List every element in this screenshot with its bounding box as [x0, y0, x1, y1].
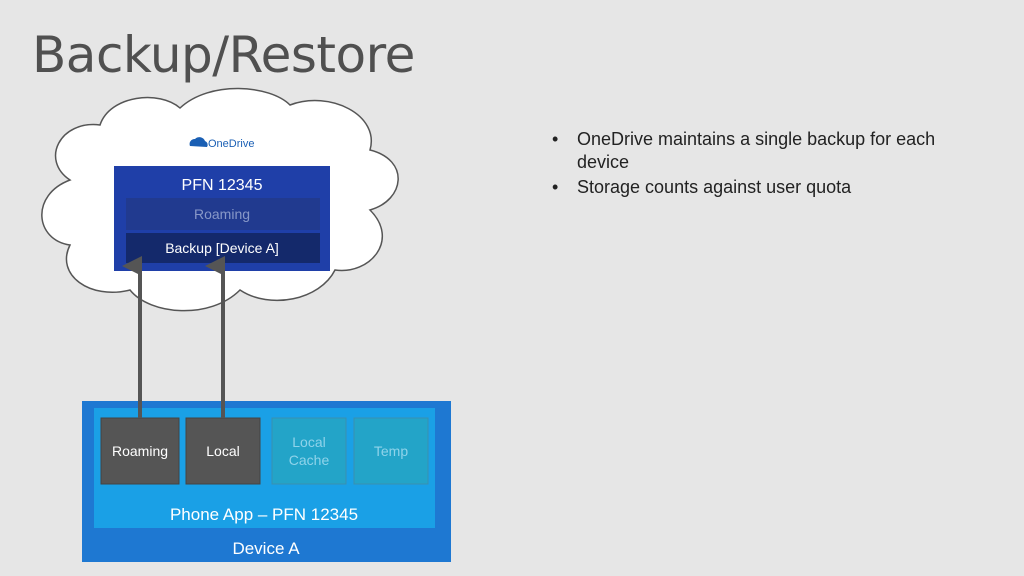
device-label: Device A: [232, 539, 300, 558]
onedrive-brand-text: OneDrive: [208, 138, 254, 150]
folder-temp-label: Temp: [374, 443, 408, 459]
folder-local-cache: [271, 417, 347, 485]
onedrive-cloud-icon: [189, 137, 208, 147]
bullet-item: OneDrive maintains a single backup for e…: [552, 128, 982, 174]
folder-local-cache-label-line2: Cache: [289, 452, 330, 468]
roaming-band: [126, 198, 320, 230]
folder-roaming-label: Roaming: [112, 443, 168, 459]
bullet-list: OneDrive maintains a single backup for e…: [552, 128, 982, 201]
folder-temp: [353, 417, 429, 485]
pfn-label: PFN 12345: [182, 177, 263, 194]
backup-band-label: Backup [Device A]: [165, 240, 279, 256]
folder-roaming: [100, 417, 180, 485]
bullet-item: Storage counts against user quota: [552, 176, 982, 199]
page-title: Backup/Restore: [32, 26, 415, 84]
folder-local-label: Local: [206, 443, 239, 459]
phone-app-label: Phone App – PFN 12345: [170, 505, 358, 524]
folder-local-cache-label-line1: Local: [292, 434, 325, 450]
roaming-band-label: Roaming: [194, 206, 250, 222]
onedrive-logo: OneDrive: [189, 137, 254, 150]
folder-local: [185, 417, 261, 485]
